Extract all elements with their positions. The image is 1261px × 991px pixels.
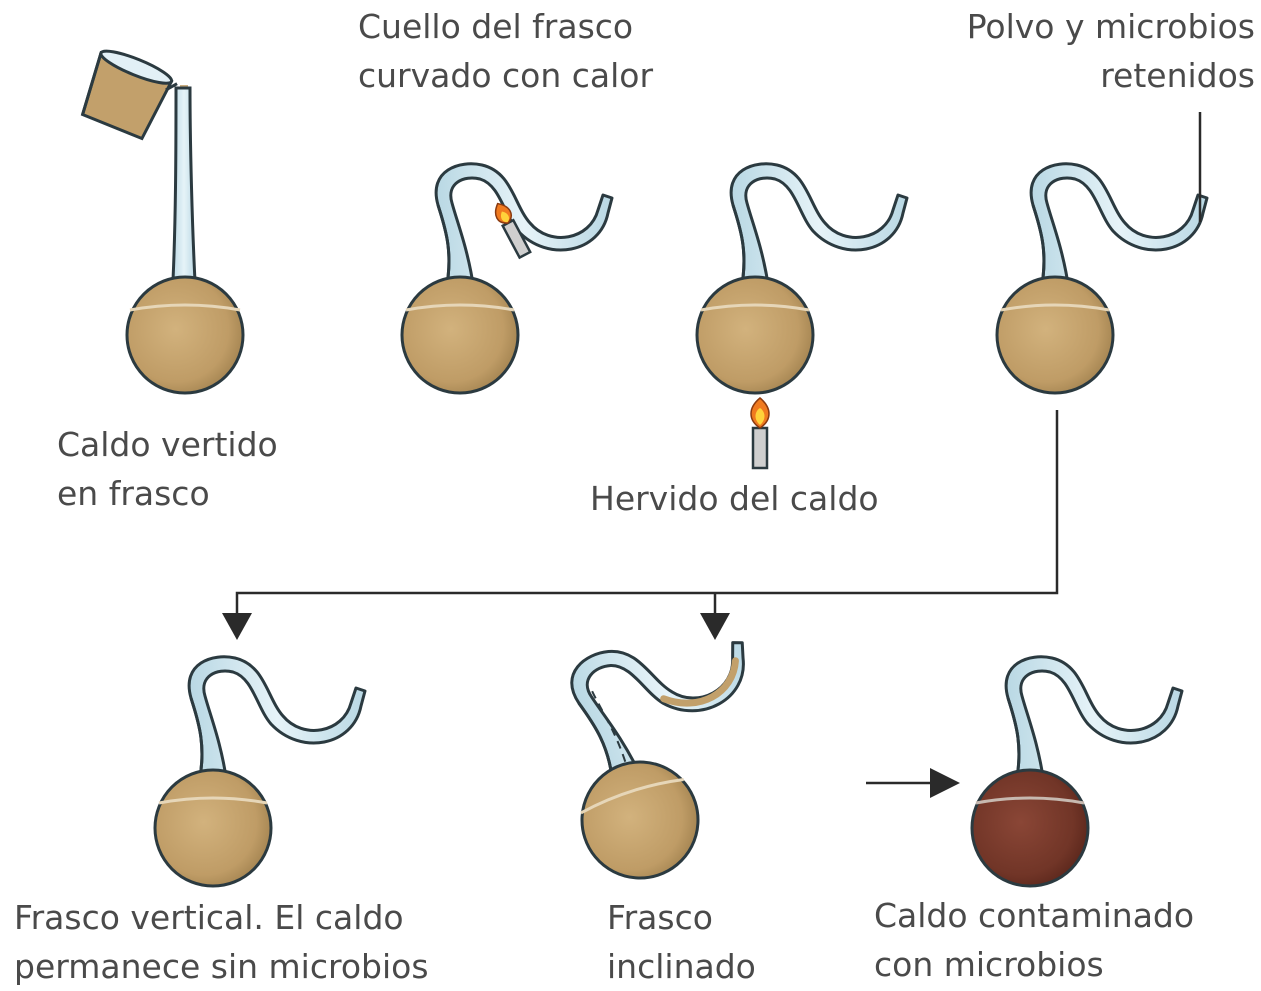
label-upright-line1: Frasco vertical. El caldo <box>14 898 404 937</box>
burner-icon <box>494 202 532 260</box>
label-bend-line1: Cuello del frasco <box>358 7 634 46</box>
label-bend-line2: curvado con calor <box>358 56 654 95</box>
arrow-icon <box>222 613 960 798</box>
label-trap-line1: Polvo y microbios <box>966 7 1255 46</box>
burner-icon <box>750 397 770 470</box>
label-bend: Cuello del frasco curvado con calor <box>358 2 653 100</box>
label-pour-line2: en frasco <box>57 474 210 513</box>
label-contaminated: Caldo contaminado con microbios <box>874 891 1194 989</box>
flask-bulb <box>995 275 1115 395</box>
step-tilted-illustration <box>562 608 773 880</box>
step-pour-illustration <box>80 49 245 395</box>
label-tilted-line2: inclinado <box>607 947 756 986</box>
label-trap: Polvo y microbios retenidos <box>967 2 1255 100</box>
flask-bulb <box>153 768 273 888</box>
flow-arrows <box>235 410 1059 785</box>
flask-bulb <box>695 275 815 395</box>
label-contaminated-line2: con microbios <box>874 945 1104 984</box>
flask-bulb <box>125 275 245 395</box>
flask-neck <box>170 86 198 302</box>
label-contaminated-line1: Caldo contaminado <box>874 896 1195 935</box>
step-boil-illustration <box>695 162 909 470</box>
step-trap-illustration <box>995 162 1209 395</box>
flask-bulb <box>970 768 1090 888</box>
beaker-icon <box>80 49 178 141</box>
label-boil-line1: Hervido del caldo <box>590 479 879 518</box>
step-bend-illustration <box>400 162 614 395</box>
label-upright-line2: permanece sin microbios <box>14 947 429 986</box>
label-boil: Hervido del caldo <box>590 474 879 523</box>
flask-bulb <box>580 760 700 880</box>
label-tilted-line1: Frasco <box>607 898 713 937</box>
label-upright: Frasco vertical. El caldo permanece sin … <box>14 893 429 991</box>
label-trap-line2: retenidos <box>1100 56 1255 95</box>
step-upright-illustration <box>153 655 367 888</box>
step-contaminated-illustration <box>970 655 1184 888</box>
flask-bulb <box>400 275 520 395</box>
label-pour-line1: Caldo vertido <box>57 425 278 464</box>
label-pour: Caldo vertido en frasco <box>57 420 278 518</box>
label-tilted: Frasco inclinado <box>607 893 756 991</box>
